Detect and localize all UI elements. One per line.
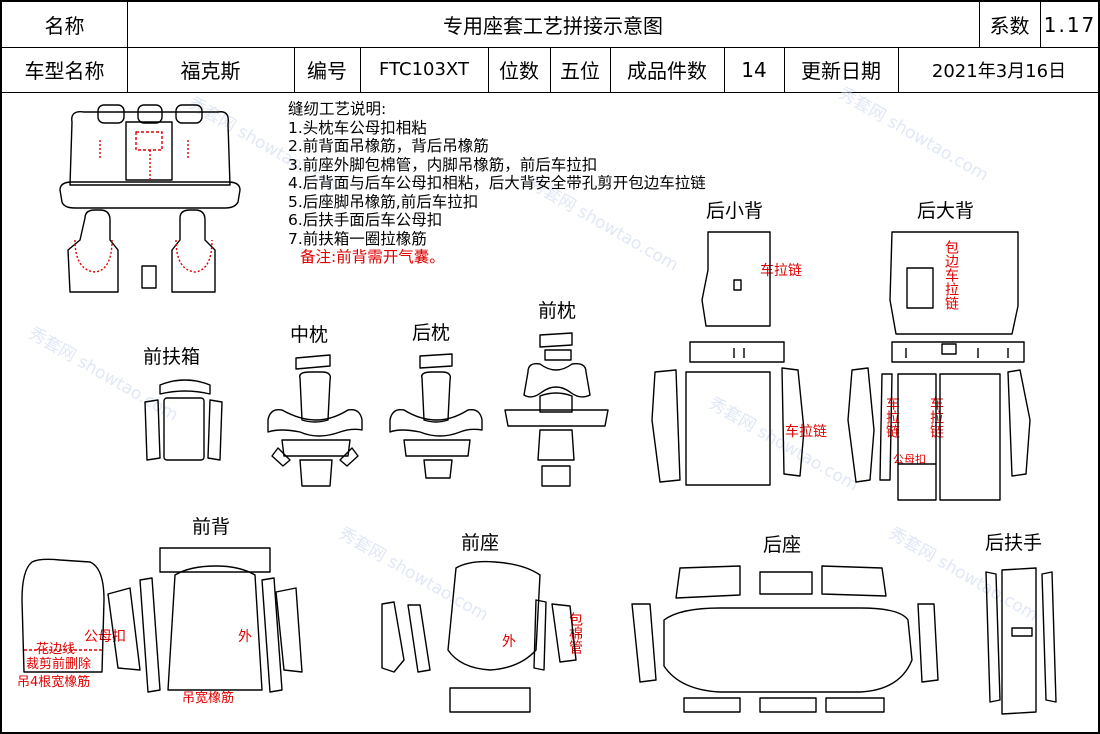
label-rear-armrest: 后扶手: [985, 532, 1043, 554]
annotation-cotton-tube: 包棉管: [567, 612, 583, 654]
header-bottom-line: [2, 92, 1100, 93]
annotation-zipper: 车拉链: [884, 396, 900, 438]
sewing-notes: 缝纫工艺说明: 1.头枕车公母扣相粘 2.前背面吊橡筋，背后吊橡筋 3.前座外脚…: [288, 100, 706, 267]
front-pillow-pattern: [504, 332, 609, 487]
grid-line: [1040, 2, 1041, 47]
grid-line: [724, 47, 725, 92]
pieces-label: 成品件数: [627, 59, 707, 83]
date-label: 更新日期: [801, 59, 881, 83]
note-item: 6.后扶手面后车公母扣: [288, 211, 443, 229]
rear-seat-pattern: [631, 565, 939, 713]
annotation-wide-elastic: 吊宽橡筋: [182, 691, 235, 706]
pieces-value: 14: [741, 57, 767, 82]
header-divider: [2, 47, 1100, 48]
annotation-zipper: 车拉链: [785, 424, 827, 440]
label-front-pillow: 前枕: [538, 300, 577, 322]
grid-line: [360, 47, 361, 92]
label-rear-seat: 后座: [763, 534, 802, 556]
grid-line: [488, 47, 489, 92]
front-armbox-pattern: [144, 379, 223, 461]
annotation-binding-zipper: 包边车拉链: [943, 240, 959, 310]
page-title: 专用座套工艺拼接示意图: [443, 14, 663, 38]
grid-line: [979, 2, 980, 47]
note-item: 2.前背面吊橡筋，背后吊橡筋: [288, 137, 489, 155]
label-front-seat: 前座: [461, 532, 500, 554]
note-item: 3.前座外脚包棉管，内脚吊橡筋，前后车拉扣: [288, 155, 598, 174]
car-seat-overview-illustration: [59, 104, 241, 293]
grid-line: [550, 47, 551, 92]
seats-value: 五位: [560, 59, 600, 83]
notes-title: 缝纫工艺说明:: [288, 100, 387, 118]
rear-pillow-pattern: [389, 353, 483, 479]
rear-armrest-pattern: [985, 567, 1057, 715]
coef-value: 1.17: [1043, 12, 1097, 37]
grid-line: [294, 47, 295, 92]
rear-small-back-pattern: [651, 231, 805, 486]
note-item: 4.后背面与后车公母扣相粘，后大背安全带孔剪开包边车拉链: [288, 174, 706, 192]
notes-remark: 备注:前背需开气囊。: [300, 248, 445, 266]
name-label: 名称: [44, 14, 85, 38]
model-label: 车型名称: [24, 59, 105, 83]
note-item: 7.前扶箱一圈拉橡筋: [288, 229, 427, 248]
annotation-outer: 外: [238, 629, 252, 645]
annotation-snap: 公母扣: [84, 629, 126, 645]
note-item: 1.头枕车公母扣相粘: [288, 118, 427, 137]
rear-big-back-pattern: [847, 231, 1031, 501]
code-label: 编号: [307, 59, 347, 83]
front-seat-pattern: [381, 560, 577, 713]
middle-pillow-pattern: [267, 354, 363, 487]
coef-label: 系数: [989, 14, 1030, 38]
label-front-back: 前背: [192, 516, 231, 538]
date-value: 2021年3月16日: [931, 60, 1067, 82]
grid-line: [610, 47, 611, 92]
label-rear-small-back: 后小背: [706, 200, 764, 222]
annotation-snap: 公母扣: [893, 453, 926, 466]
grid-line: [784, 47, 785, 92]
grid-line: [898, 47, 899, 92]
annotation-elastic: 吊4根宽橡筋: [17, 675, 91, 690]
label-rear-big-back: 后大背: [917, 200, 975, 222]
annotation-lace-remove: 裁剪前删除: [26, 657, 92, 672]
annotation-outer: 外: [502, 634, 516, 650]
label-rear-pillow: 后枕: [412, 322, 451, 344]
front-back-pattern: [21, 547, 303, 693]
label-middle-pillow: 中枕: [290, 324, 329, 346]
seats-label: 位数: [499, 59, 539, 83]
code-value: FTC103XT: [379, 59, 469, 80]
grid-line: [127, 2, 128, 92]
label-front-armbox: 前扶箱: [143, 346, 201, 368]
note-item: 5.后座脚吊橡筋,前后车拉扣: [288, 192, 479, 211]
model-value: 福克斯: [180, 59, 241, 83]
